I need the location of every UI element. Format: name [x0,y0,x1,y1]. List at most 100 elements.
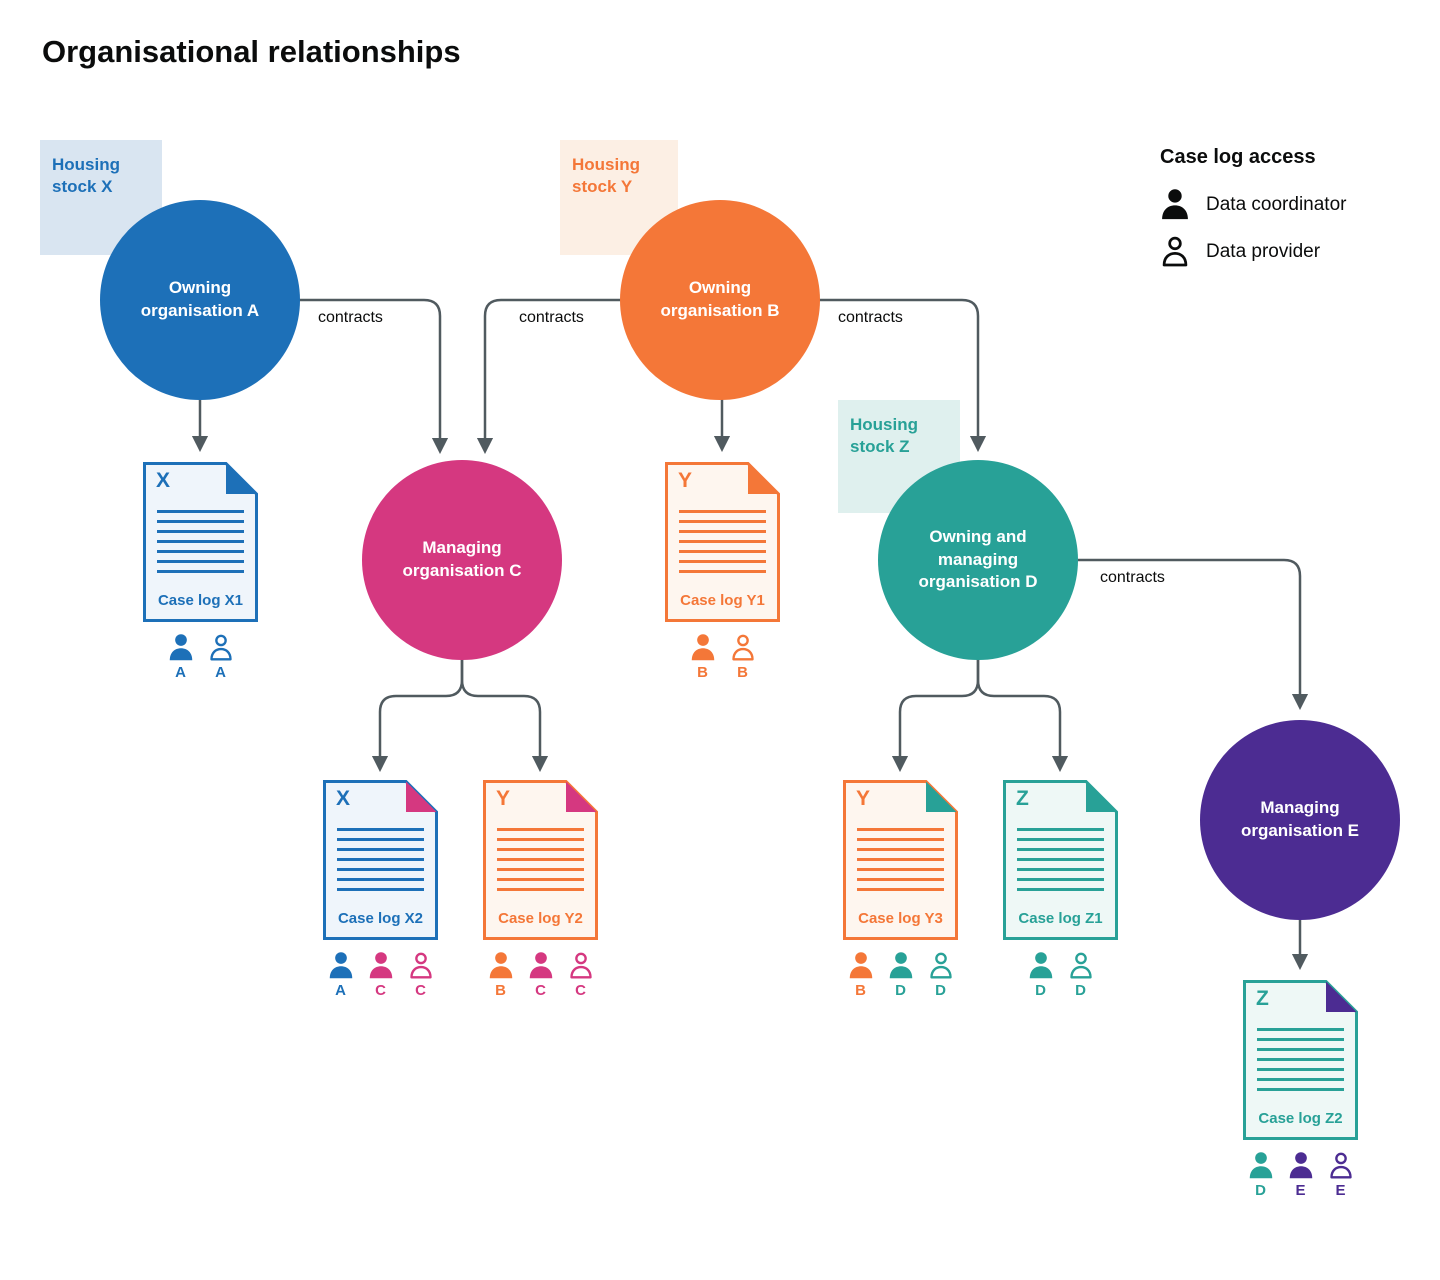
data-coordinator-b: B [690,634,716,681]
person-outline-icon [1068,952,1094,979]
legend-row-provider: Data provider [1160,236,1346,267]
arrow-d-to-caselog-z1 [976,658,1069,773]
data-provider-b: B [730,634,756,681]
stock-letter: Y [678,469,693,492]
access-org-letter: B [697,664,708,681]
access-org-letter: E [1295,1182,1306,1199]
data-coordinator-b: B [488,952,514,999]
data-coordinator-b: B [848,952,874,999]
org-circle-owning-b: Owning organisation B [620,200,820,400]
org-circle-owning-a: Owning organisation A [100,200,300,400]
data-provider-c: C [408,952,434,999]
access-org-letter: A [215,664,226,681]
person-outline-icon [1328,1152,1354,1179]
stock-letter: Y [496,787,511,810]
housing-stock-x-tile: Housing stock X [40,140,162,255]
data-provider-a: A [208,634,234,681]
document-text-lines [1257,1028,1344,1091]
person-filled-icon [528,952,554,979]
person-filled-icon [368,952,394,979]
data-coordinator-a: A [328,952,354,999]
contracts-label-d-e: contracts [1100,569,1165,586]
stock-letter: Z [1016,787,1029,810]
document-text-lines [679,510,766,573]
person-outline-icon [568,952,594,979]
data-coordinator-d: D [1248,1152,1274,1199]
case-log-y3-access: B D D [833,952,968,999]
case-log-x2-label: Case log X2 [337,910,424,927]
data-coordinator-d: D [1028,952,1054,999]
case-log-y2-label: Case log Y2 [498,910,583,927]
person-filled-icon [1288,1152,1314,1179]
org-circle-managing-e: Managing organisation E [1200,720,1400,920]
arrow-c-to-caselog-y2 [460,658,549,773]
case-log-x1-label: Case log X1 [157,592,244,609]
arrow-d-to-caselog-y3 [891,658,980,773]
legend: Case log access Data coordinator Data pr… [1160,146,1346,283]
contracts-label-a-c: contracts [318,309,383,326]
arrow-c-to-caselog-x2 [371,658,464,773]
document-text-lines [337,828,424,891]
case-log-z2-access: D E E [1233,1152,1368,1199]
stock-letter: Y [856,787,871,810]
legend-title: Case log access [1160,146,1316,168]
access-org-letter: B [495,982,506,999]
person-filled-icon [848,952,874,979]
access-org-letter: E [1335,1182,1346,1199]
case-log-z1-document: Z Case log Z1 [1003,780,1118,940]
legend-coordinator-label: Data coordinator [1206,193,1347,215]
legend-row-coordinator: Data coordinator [1160,189,1346,220]
access-org-letter: D [1035,982,1046,999]
case-log-z1-label: Case log Z1 [1018,910,1103,927]
stock-letter: X [156,469,171,492]
data-provider-e: E [1328,1152,1354,1199]
person-outline-icon [408,952,434,979]
org-b-label: Owning organisation B [660,278,780,320]
data-coordinator-c: C [368,952,394,999]
stock-letter: X [336,787,351,810]
housing-stock-x-label: Housing stock X [52,155,120,197]
org-d-label: Owning and managing organisation D [918,526,1038,592]
data-coordinator-e: E [1288,1152,1314,1199]
contracts-label-b-d: contracts [838,309,903,326]
person-filled-icon [328,952,354,979]
data-provider-d: D [1068,952,1094,999]
org-c-label: Managing organisation C [402,538,522,580]
access-org-letter: C [575,982,586,999]
person-outline-icon [730,634,756,661]
case-log-z2-label: Case log Z2 [1258,1110,1343,1127]
document-text-lines [497,828,584,891]
housing-stock-y-label: Housing stock Y [572,155,640,197]
case-log-y3-label: Case log Y3 [858,910,943,927]
case-log-y1-document: Y Case log Y1 [665,462,780,622]
access-org-letter: C [415,982,426,999]
org-circle-owning-managing-d: Owning and managing organisation D [878,460,1078,660]
case-log-x1-access: A A [143,634,258,681]
document-text-lines [1017,828,1104,891]
data-provider-c: C [568,952,594,999]
access-org-letter: D [895,982,906,999]
access-org-letter: B [737,664,748,681]
access-org-letter: C [375,982,386,999]
person-filled-icon [690,634,716,661]
case-log-z2-document: Z Case log Z2 [1243,980,1358,1140]
data-coordinator-a: A [168,634,194,681]
access-org-letter: A [175,664,186,681]
contracts-label-b-c: contracts [519,309,584,326]
person-outline-icon [208,634,234,661]
document-text-lines [157,510,244,573]
case-log-z1-access: D D [1003,952,1118,999]
person-filled-icon [488,952,514,979]
person-filled-icon [168,634,194,661]
person-outline-icon [928,952,954,979]
case-log-y2-document: Y Case log Y2 [483,780,598,940]
person-filled-icon [1248,1152,1274,1179]
document-text-lines [857,828,944,891]
page-title: Organisational relationships [42,34,461,69]
access-org-letter: C [535,982,546,999]
person-filled-icon [1028,952,1054,979]
access-org-letter: D [1075,982,1086,999]
housing-stock-z-label: Housing stock Z [850,415,918,457]
access-org-letter: D [935,982,946,999]
